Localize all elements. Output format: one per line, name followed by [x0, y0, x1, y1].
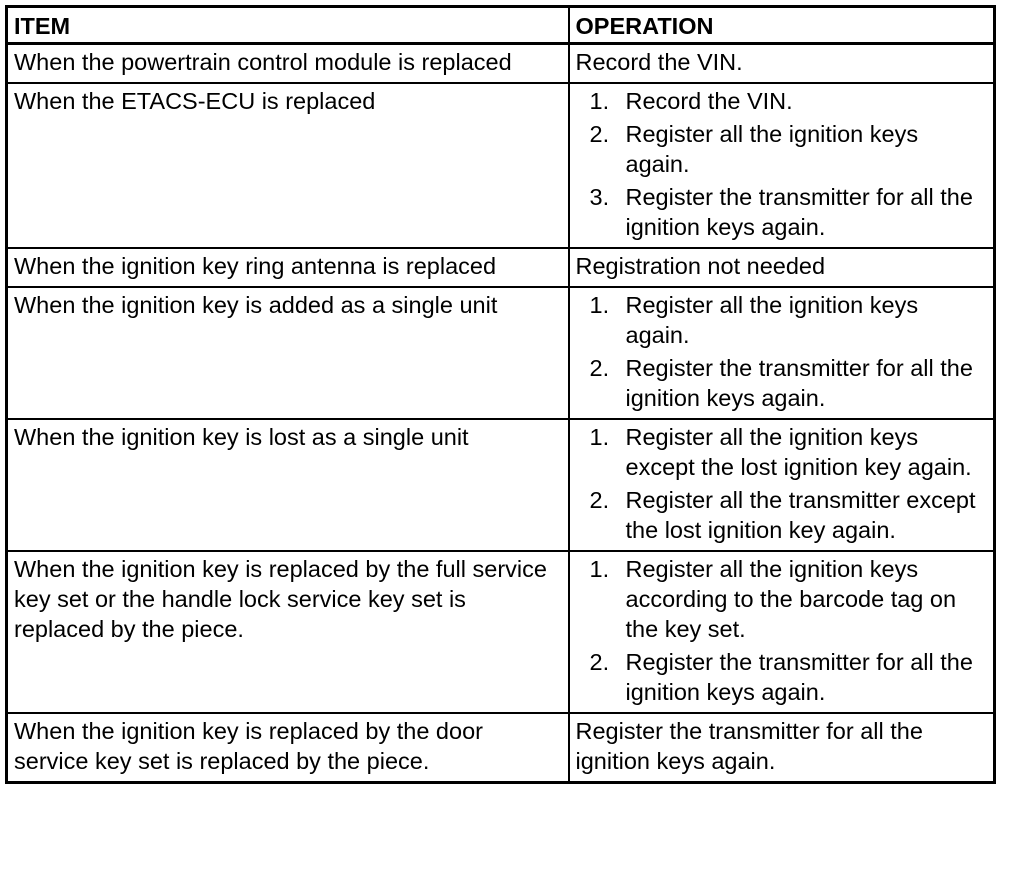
operation-step: 2. Register all the transmitter except th… — [590, 485, 988, 545]
step-number: 2. — [589, 487, 610, 513]
operation-cell: 1. Record the VIN. 2. Register all the ign… — [567, 82, 996, 249]
operation-steps: 1. Register all the ignition keys except … — [576, 422, 988, 545]
table-row: When the powertrain control module is re… — [5, 42, 996, 84]
table-row: When the ignition key is replaced by the… — [5, 712, 996, 784]
operation-cell: 1. Register all the ignition keys except … — [567, 418, 996, 552]
operation-cell: Register the transmitter for all the ign… — [567, 712, 996, 784]
item-cell: When the ignition key ring antenna is re… — [5, 247, 570, 288]
key-registration-table: ITEM OPERATION When the powertrain contr… — [5, 5, 996, 784]
table-header-row: ITEM OPERATION — [5, 5, 996, 45]
step-text: Register all the transmitter except the … — [625, 487, 976, 543]
operation-cell: Record the VIN. — [567, 42, 996, 84]
table-row: When the ETACS-ECU is replaced 1. Record … — [5, 82, 996, 249]
step-text: Register all the ignition keys except th… — [625, 424, 972, 480]
operation-column-header: OPERATION — [567, 5, 996, 45]
step-text: Register the transmitter for all the ign… — [625, 184, 973, 240]
item-cell: When the ignition key is replaced by the… — [5, 550, 570, 714]
item-cell: When the ignition key is added as a sing… — [5, 286, 570, 420]
operation-step: 2. Register the transmitter for all the i… — [590, 353, 988, 413]
operation-cell: 1.Register all the ignition keys again. … — [567, 286, 996, 420]
step-text: Register all the ignition keys again. — [625, 121, 919, 177]
step-text: Register all the ignition keys according… — [625, 556, 957, 642]
operation-step: 2. Register all the ignition keys again. — [590, 119, 988, 179]
operation-steps: 1. Record the VIN. 2. Register all the ign… — [576, 86, 988, 242]
operation-steps: 1.Register all the ignition keys again. … — [576, 290, 988, 413]
table-row: When the ignition key ring antenna is re… — [5, 247, 996, 288]
item-cell: When the ignition key is lost as a singl… — [5, 418, 570, 552]
table-row: When the ignition key is replaced by the… — [5, 550, 996, 714]
operation-step: 2. Register the transmitter for all the i… — [590, 647, 988, 707]
step-text: Register all the ignition keys again. — [625, 292, 919, 348]
operation-step: 1. Register all the ignition keys except … — [590, 422, 988, 482]
operation-step: 1. Record the VIN. — [590, 86, 988, 116]
operation-cell: Registration not needed — [567, 247, 996, 288]
operation-step: 1. Register all the ignition keys again. — [590, 290, 988, 350]
operation-cell: 1. Register all the ignition keys accordi… — [567, 550, 996, 714]
operation-step: 3. Register the transmitter for all the i… — [590, 182, 988, 242]
item-column-header: ITEM — [5, 5, 570, 45]
item-cell: When the ETACS-ECU is replaced — [5, 82, 570, 249]
item-cell: When the ignition key is replaced by the… — [5, 712, 570, 784]
step-text: Register the transmitter for all the ign… — [625, 649, 973, 705]
step-number: 3. — [589, 184, 610, 210]
step-number: 1. — [589, 88, 610, 114]
step-text: Register the transmitter for all the ign… — [625, 355, 973, 411]
table-row: When the ignition key is lost as a singl… — [5, 418, 996, 552]
step-number: 1. — [589, 292, 610, 318]
step-number: 2. — [589, 649, 610, 675]
step-text: Record the VIN. — [625, 88, 793, 114]
step-number: 2. — [589, 355, 610, 381]
operation-steps: 1. Register all the ignition keys accordi… — [576, 554, 988, 707]
operation-step: 1. Register all the ignition keys accordi… — [590, 554, 988, 644]
step-number: 1. — [589, 556, 610, 582]
table-row: When the ignition key is added as a sing… — [5, 286, 996, 420]
step-number: 2. — [589, 121, 610, 147]
step-number: 1. — [589, 424, 610, 450]
item-cell: When the powertrain control module is re… — [5, 42, 570, 84]
